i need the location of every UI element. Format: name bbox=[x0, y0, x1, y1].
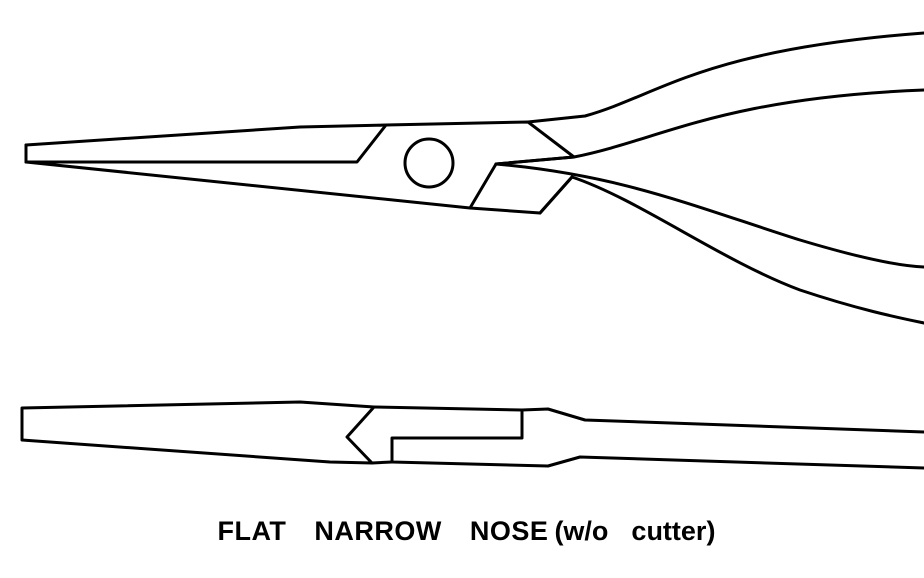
caption-main: FLAT NARROW NOSE bbox=[217, 516, 549, 546]
side-joint-step bbox=[372, 405, 924, 470]
upper-handle bbox=[526, 31, 924, 124]
upper-handle-inner bbox=[494, 88, 924, 166]
pliers-top-view bbox=[24, 31, 924, 325]
upper-jaw-outline bbox=[24, 123, 388, 164]
figure-caption: FLAT NARROW NOSE(w/o cutter) bbox=[0, 498, 924, 547]
pliers-side-view bbox=[20, 400, 924, 470]
side-joint-split bbox=[370, 460, 394, 465]
side-handle-top bbox=[520, 407, 924, 434]
lower-handle bbox=[538, 175, 924, 325]
joint-box bbox=[384, 120, 576, 215]
lower-handle-inner bbox=[494, 162, 924, 269]
lower-jaw-outline bbox=[24, 160, 472, 210]
side-outline bbox=[20, 400, 376, 465]
pivot-rivet bbox=[403, 137, 455, 189]
caption-sub: (w/o cutter) bbox=[554, 516, 716, 546]
